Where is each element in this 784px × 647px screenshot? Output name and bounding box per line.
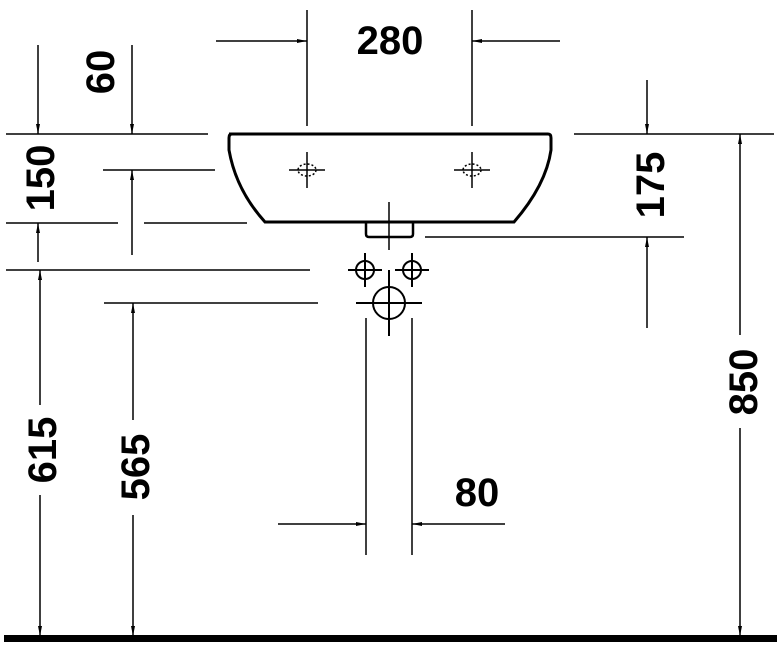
waste-pipe bbox=[365, 318, 413, 555]
dimension-label-615: 615 bbox=[21, 417, 65, 484]
tap-hole-left bbox=[289, 152, 325, 188]
dimension-label-280: 280 bbox=[357, 19, 424, 63]
dimension-label-80: 80 bbox=[455, 471, 500, 515]
supply-connection-right bbox=[395, 253, 429, 287]
extension-lines bbox=[6, 10, 774, 304]
dimension-label-850: 850 bbox=[722, 349, 766, 416]
dimension-label-565: 565 bbox=[114, 434, 158, 501]
dimension-150 bbox=[36, 170, 134, 262]
basin-outline bbox=[227, 132, 553, 224]
waste-connection bbox=[356, 270, 422, 336]
dimension-label-150: 150 bbox=[19, 145, 63, 212]
dimension-label-175: 175 bbox=[629, 152, 673, 219]
dimension-60 bbox=[36, 45, 134, 134]
supply-connection-left bbox=[348, 253, 382, 287]
tap-hole-right bbox=[454, 152, 490, 188]
floor-line bbox=[4, 635, 777, 642]
dimension-label-60: 60 bbox=[79, 50, 123, 95]
